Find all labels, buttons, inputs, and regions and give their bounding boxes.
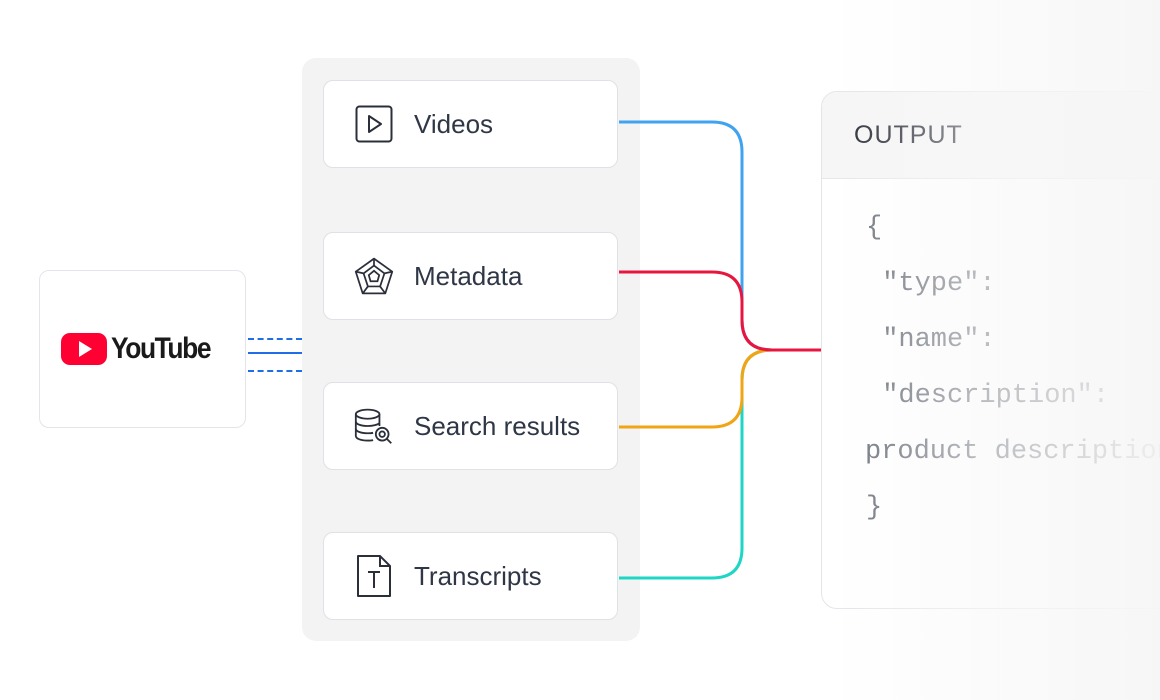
- code-line: }: [866, 493, 883, 523]
- data-items-panel: Videos Metadata Search results Transcrip…: [302, 58, 640, 641]
- pentagon-icon: [354, 256, 394, 296]
- youtube-play-icon: [61, 333, 108, 365]
- connector-dashed-line-bottom: [248, 370, 302, 372]
- source-card-youtube: YouTube: [39, 270, 246, 428]
- connector-line-middle: [248, 352, 302, 354]
- item-card-videos[interactable]: Videos: [323, 80, 618, 168]
- item-card-transcripts[interactable]: Transcripts: [323, 532, 618, 620]
- play-icon: [354, 104, 394, 144]
- item-label-videos: Videos: [414, 108, 494, 139]
- item-label-transcripts: Transcripts: [414, 560, 542, 591]
- line-transcripts: [619, 348, 822, 580]
- item-label-search-results: Search results: [414, 410, 581, 441]
- code-line: "name":: [866, 325, 996, 355]
- line-search-results: [619, 348, 822, 429]
- connector-dashed-line-top: [248, 338, 302, 340]
- item-card-search-results[interactable]: Search results: [323, 382, 618, 470]
- line-metadata: [619, 270, 822, 352]
- item-card-metadata[interactable]: Metadata: [323, 232, 618, 320]
- youtube-logo: YouTube: [61, 332, 224, 366]
- youtube-wordmark: YouTube: [111, 332, 212, 365]
- item-label-metadata: Metadata: [414, 260, 523, 291]
- code-line: product description: [865, 437, 1160, 467]
- code-line: "type":: [866, 269, 996, 299]
- document-text-icon: [354, 555, 394, 597]
- code-line: {: [866, 213, 883, 243]
- output-title: OUTPUT: [822, 92, 1160, 179]
- line-videos: [619, 120, 822, 352]
- code-line: "description":: [866, 381, 1110, 411]
- database-search-icon: [354, 406, 394, 446]
- output-panel: OUTPUT { "type": "name": "description": …: [821, 91, 1160, 609]
